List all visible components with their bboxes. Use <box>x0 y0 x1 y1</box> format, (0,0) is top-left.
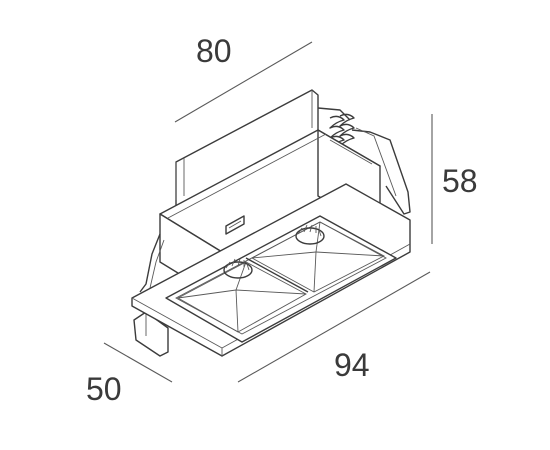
dimension-lines <box>103 41 433 383</box>
dim-line-length <box>237 271 431 383</box>
reflector-right <box>251 221 385 293</box>
led-lens-right <box>295 227 325 245</box>
dim-line-depth <box>103 342 173 383</box>
reflector-left <box>177 258 307 333</box>
dim-label-length: 94 <box>334 347 370 383</box>
trim-frame <box>131 183 411 357</box>
cell-divider <box>245 257 309 293</box>
spring-clip-right <box>317 107 411 215</box>
led-lens-left <box>223 261 253 279</box>
dim-label-width: 80 <box>196 33 232 69</box>
dim-line-width <box>174 41 313 123</box>
dim-label-height: 58 <box>442 163 478 199</box>
dim-label-depth: 50 <box>86 371 122 407</box>
